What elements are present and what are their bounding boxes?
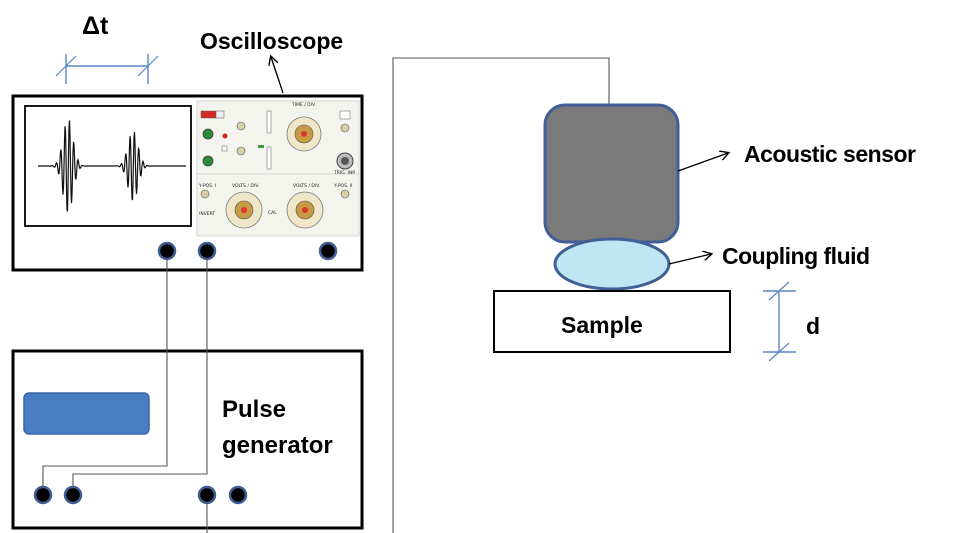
knob-icon <box>340 123 350 133</box>
knob-icon <box>340 189 350 199</box>
coupling-fluid-arrow <box>668 254 711 265</box>
signal-wires <box>42 259 208 533</box>
coupling-fluid-label: Coupling fluid <box>722 243 870 269</box>
sample-label: Sample <box>561 312 643 338</box>
oscilloscope-input-ch1[interactable] <box>157 241 177 261</box>
green-button-icon <box>202 128 214 140</box>
pulse-generator-output-1[interactable] <box>33 485 53 505</box>
coupling-fluid <box>553 237 671 291</box>
delta-t-dimension <box>55 54 159 84</box>
volts-div-left-marking: VOLTS / DIV. <box>232 184 260 189</box>
volts-div-right-marking: VOLTS / DIV. <box>293 184 321 189</box>
thickness-dimension <box>763 281 796 362</box>
y-pos-2-marking: Y-POS. II <box>334 184 353 189</box>
knob-icon <box>236 121 246 131</box>
oscilloscope-input-ch2[interactable] <box>197 241 217 261</box>
pulse-generator-label-line1: Pulse <box>222 396 287 423</box>
pulse-generator <box>11 349 364 530</box>
pulse-generator-output-3[interactable] <box>197 485 217 505</box>
acoustic-sensor <box>543 103 680 244</box>
time-div-marking: TIME / DIV. <box>292 103 316 108</box>
pulse-generator-display <box>23 392 150 435</box>
invert-marking: INVERT <box>199 212 216 217</box>
acoustic-sensor-label: Acoustic sensor <box>744 141 916 167</box>
oscilloscope-trigger-input[interactable] <box>318 241 338 261</box>
thickness-label: d <box>806 313 821 339</box>
trig-inp-marking: TRIG. INP. <box>334 171 356 176</box>
sensor-cable <box>392 57 610 533</box>
pulse-generator-label-line2: generator <box>222 432 333 459</box>
y-pos-1-marking: Y-POS. I <box>199 184 217 189</box>
oscilloscope-label: Oscilloscope <box>200 28 344 54</box>
control-panel <box>196 100 360 237</box>
cal-marking: CAL <box>268 211 277 216</box>
pulse-generator-output-2[interactable] <box>63 485 83 505</box>
knob-icon <box>200 189 210 199</box>
green-button-icon <box>202 155 214 167</box>
waveform-trace <box>38 120 186 213</box>
oscilloscope <box>11 94 364 272</box>
delta-t-label: Δt <box>82 12 109 40</box>
oscilloscope-arrow <box>271 57 284 94</box>
knob-icon <box>236 146 246 156</box>
pulse-generator-output-4[interactable] <box>228 485 248 505</box>
power-indicator-icon <box>200 110 217 119</box>
acoustic-sensor-arrow <box>677 153 728 172</box>
sample-block <box>493 290 731 353</box>
